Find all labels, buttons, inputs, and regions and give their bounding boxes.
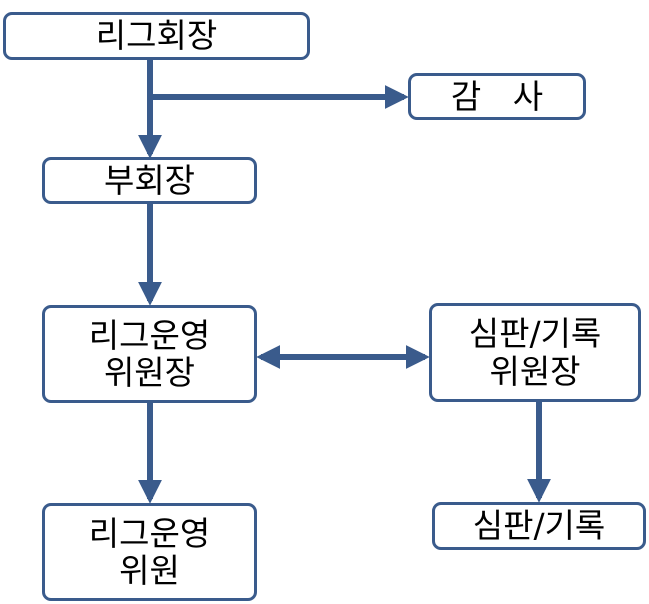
- node-referee-recorder: 심판/기록: [432, 502, 646, 550]
- node-operations-committee-member: 리그운영 위원: [42, 503, 257, 601]
- node-referee-committee-chair: 심판/기록 위원장: [429, 303, 641, 402]
- node-operations-committee-chair: 리그운영 위원장: [42, 305, 257, 403]
- node-auditor: 감 사: [408, 73, 586, 120]
- node-league-president: 리그회장: [3, 12, 310, 60]
- node-vice-president: 부회장: [42, 157, 257, 204]
